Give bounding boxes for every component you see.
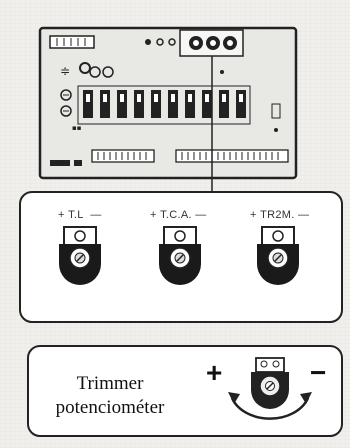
- relay-row: [77, 85, 251, 125]
- board-trimmer-3: [223, 36, 237, 50]
- board-trimmer-1: [189, 36, 203, 50]
- legend-line-2: potenciométer: [55, 397, 165, 418]
- pot-tl: [59, 226, 101, 285]
- terminal-strip-right: [175, 149, 289, 163]
- svg-text:≑: ≑: [60, 64, 70, 78]
- legend-trimmer-icon: [228, 357, 312, 420]
- pot-label-tl: + T.L —: [58, 209, 102, 221]
- legend-line-1: Trimmer: [76, 373, 144, 394]
- pot-label-tr2m: + TR2M. —: [250, 209, 310, 221]
- legend-plus-sign: +: [206, 357, 223, 388]
- legend-minus-sign: −: [310, 357, 327, 388]
- board-trimmer-2: [206, 36, 220, 50]
- svg-text:▪▪: ▪▪: [72, 124, 82, 132]
- pot-label-tca: + T.C.A. —: [150, 209, 207, 221]
- pot-tr2m: [257, 226, 299, 285]
- terminal-strip-left: [91, 149, 155, 163]
- legend-caption: Trimmer potenciométer: [40, 372, 180, 420]
- circuit-board: ≑ ▪▪: [38, 26, 298, 180]
- pot-tca: [159, 226, 201, 285]
